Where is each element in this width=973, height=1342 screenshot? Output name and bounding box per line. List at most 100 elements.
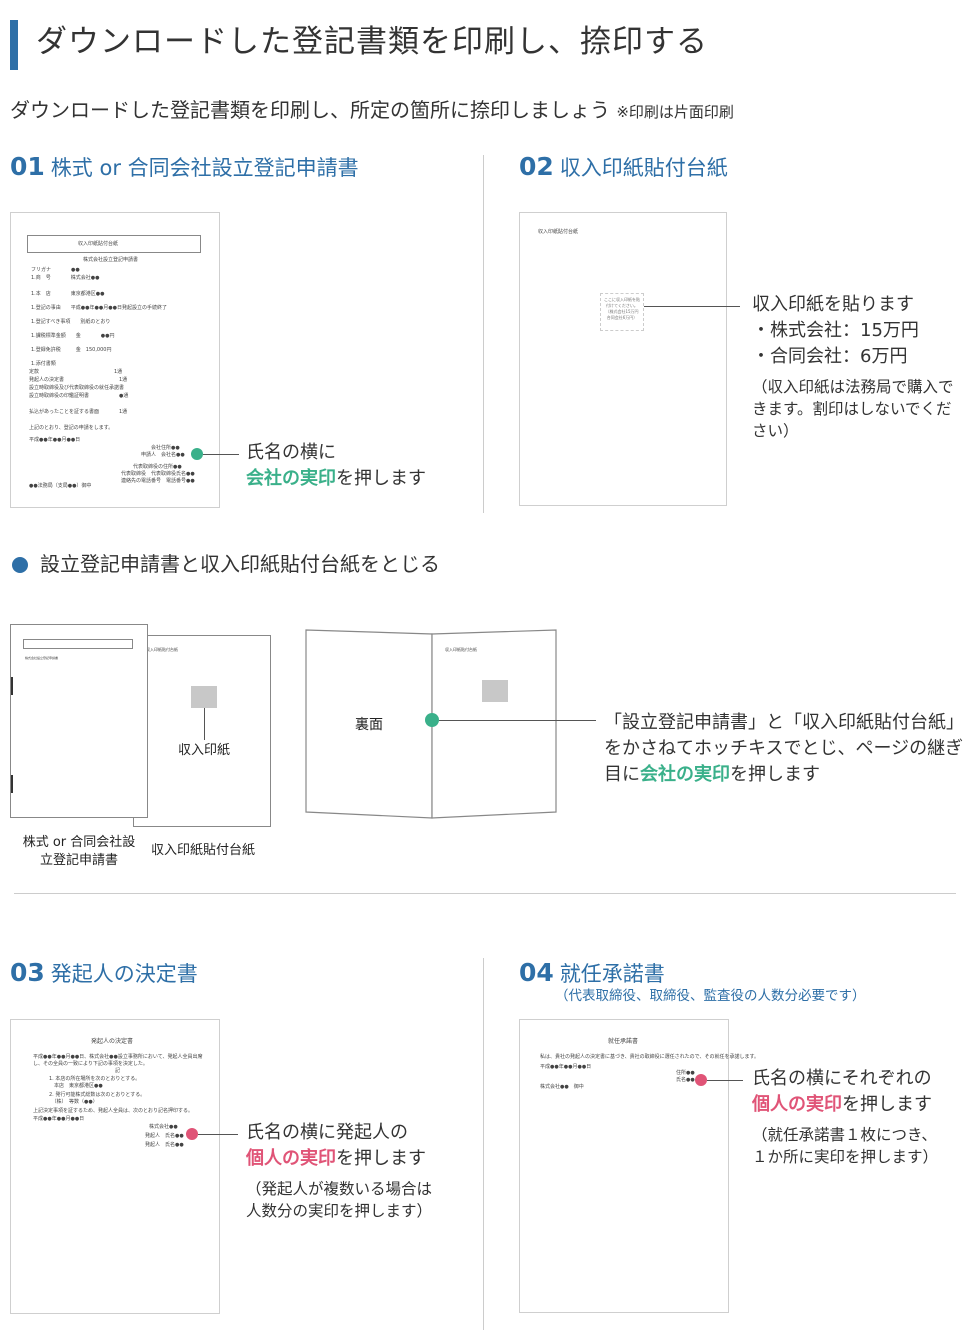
- section-02-note: 収入印紙を貼ります ・株式会社：15万円 ・合同会社：6万円 （収入印紙は法務局…: [752, 292, 958, 442]
- doc-line: 株式会社●● 御中: [540, 1084, 584, 1090]
- note-line: 個人の実印を押します: [246, 1146, 446, 1172]
- subtitle-text: ダウンロードした登記書類を印刷し、所定の箇所に捺印しましょう: [10, 98, 610, 122]
- doc-line: 本店 東京都港区●●: [49, 1083, 103, 1089]
- doc-line: 1. 本店の所在場所を次のとおりとする。: [49, 1076, 141, 1082]
- doc-line: 設立時取締役の印鑑証明書 ●通: [29, 393, 129, 399]
- note-line: 氏名の横にそれぞれの: [752, 1068, 932, 1089]
- note-text: を押します: [730, 764, 820, 785]
- column-divider: [483, 155, 484, 513]
- section-label: 収入印紙貼付台紙: [559, 156, 728, 180]
- note-text: 「設立登記申請書」と「収入印紙貼付台紙」をかさねてホッチキスでとじ、ページの継ぎ…: [604, 712, 964, 785]
- staple-mark: [11, 677, 13, 695]
- stamp-sheet-box: 収入印紙貼付台紙: [27, 235, 201, 253]
- leader-line: [439, 720, 596, 721]
- doc-title: 発起人の決定書: [91, 1038, 134, 1045]
- caption-stamp-sheet: 収入印紙貼付台紙: [150, 843, 255, 858]
- registration-application-document: 収入印紙貼付台紙 株式会社設立登記申請書 フリガナ ●● 1.商 号 株式会社●…: [10, 212, 220, 508]
- section-number: 01: [10, 152, 45, 181]
- doc-line: 代表取締役の住所●●: [133, 464, 182, 470]
- page-title: ダウンロードした登記書類を印刷し、捺印する: [36, 24, 708, 60]
- doc-heading: 株式会社設立登記申請書: [83, 257, 139, 263]
- doc-line: 私は、貴社の発起人の決定書に基づき、貴社の取締役に選任されたので、その就任を承諾…: [540, 1054, 759, 1060]
- doc-line: 払込があったことを証する書面 1通: [29, 409, 128, 415]
- doc-heading: 株式会社設立登記申請書: [25, 656, 59, 660]
- leader-line: [644, 306, 740, 307]
- doc-line: 平成●●年●●月●●日: [29, 437, 81, 443]
- leader-line: [204, 708, 205, 740]
- doc-line: 平成●●年●●月●●日: [33, 1116, 85, 1122]
- leader-line: [707, 1080, 743, 1081]
- doc-line: 設立時取締役及び代表取締役の就任承諾書: [29, 385, 125, 391]
- note-line: ・合同会社：6万円: [752, 346, 908, 367]
- note-line: 氏名の横に発起人の: [246, 1122, 408, 1143]
- subtitle-note: ※印刷は片面印刷: [616, 103, 734, 121]
- note-emphasis: 個人の実印: [246, 1148, 336, 1169]
- doc-line: 1.登記の事由 平成●●年●●月●●日発起設立の手続終了: [31, 305, 167, 311]
- doc-line: 1.課税標準金額 金 ●●円: [31, 333, 115, 339]
- column-divider: [483, 958, 484, 1330]
- title-accent-bar: [10, 20, 18, 70]
- doc-title: 収入印紙貼付台紙: [146, 647, 178, 652]
- doc-line: 住所●●: [676, 1070, 695, 1076]
- doc-line: 1.本 店 東京都港区●●: [31, 291, 105, 297]
- doc-line: 氏名●●: [676, 1077, 695, 1083]
- doc-line: 株式会社●●: [149, 1124, 178, 1130]
- doc-line: 平成●●年●●月●●日: [540, 1064, 592, 1070]
- stamp-sheet-back-doc: 収入印紙貼付台紙 収入印紙: [133, 635, 271, 827]
- page-subtitle: ダウンロードした登記書類を印刷し、所定の箇所に捺印しましょう ※印刷は片面印刷: [10, 96, 734, 126]
- doc-line: 会社住所●●: [151, 445, 180, 451]
- doc-line: 1.登記すべき事項 別紙のとおり: [31, 319, 111, 325]
- note-paren: （収入印紙は法務局で購入できます。割印はしないでください）: [752, 378, 954, 440]
- doc-title: 収入印紙貼付台紙: [538, 229, 579, 235]
- section-number: 03: [10, 958, 45, 987]
- caption-application: 株式 or 合同会社設立登記申請書: [22, 835, 136, 868]
- personal-seal-marker: [695, 1074, 707, 1086]
- doc-box-label: 収入印紙貼付台紙: [78, 241, 119, 247]
- staple-mark: [11, 775, 13, 793]
- section-number: 04: [519, 958, 554, 987]
- doc-line: 上記決定事項を証するため、発起人全員は、次のとおり記名押印する。: [33, 1108, 194, 1114]
- seam-seal-marker: [425, 713, 439, 727]
- note-paren: （発起人が複数いる場合は人数分の実印を押します）: [246, 1180, 433, 1220]
- section-label: 発起人の決定書: [50, 962, 198, 986]
- application-front-doc: 株式会社設立登記申請書: [10, 624, 148, 818]
- note-line: 氏名の横に: [246, 442, 336, 463]
- doc-line: ●●法務局（支局●●）御中: [29, 483, 92, 489]
- note-text: を押します: [336, 1148, 426, 1169]
- section-03-note: 氏名の横に発起人の 個人の実印を押します （発起人が複数いる場合は人数分の実印を…: [246, 1120, 446, 1222]
- note-line: ・株式会社：15万円: [752, 320, 919, 341]
- doc-line: 1.登録免許税 金 150,000円: [31, 347, 112, 353]
- company-seal-marker: [191, 448, 203, 460]
- section-01-note: 氏名の横に 会社の実印を押します: [246, 440, 426, 492]
- doc-line: 2. 発行可能株式総数は次のとおりとする。: [49, 1092, 146, 1098]
- doc-line: 上記のとおり、登記の申請をします。: [29, 425, 114, 431]
- note-text: を押します: [842, 1094, 932, 1115]
- doc-title: 就任承諾書: [608, 1038, 639, 1045]
- leader-line: [203, 454, 239, 455]
- section-04-note: 氏名の横にそれぞれの 個人の実印を押します （就任承諾書１枚につき、１か所に実印…: [752, 1066, 948, 1168]
- note-emphasis: 会社の実印: [246, 468, 336, 489]
- note-emphasis: 会社の実印: [640, 764, 730, 785]
- doc-line: 平成●●年●●月●●日、株式会社●●設立事務所において、発起人全員出席し、その全…: [33, 1054, 203, 1067]
- doc-line: 定款 1通: [29, 369, 123, 375]
- opened-booklet-diagram: [305, 629, 557, 819]
- note-line: 個人の実印を押します: [752, 1092, 948, 1118]
- note-line: 収入印紙を貼ります: [752, 294, 914, 315]
- doc-line: 申請人 会社名●●: [141, 452, 185, 458]
- acceptance-document: 就任承諾書 私は、貴社の発起人の決定書に基づき、貴社の取締役に選任されたので、そ…: [519, 1019, 759, 1313]
- back-side-label: 裏面: [355, 717, 383, 733]
- doc-line: 代表取締役 代表取締役氏名●●: [121, 471, 195, 477]
- doc-line: 連絡先の電話番号 電話番号●●: [121, 478, 195, 484]
- section-label: 株式 or 合同会社設立登記申請書: [50, 156, 359, 180]
- section-number: 02: [519, 152, 554, 181]
- stamp-sheet-box: [23, 639, 133, 649]
- section-divider: [14, 893, 956, 894]
- personal-seal-marker: [186, 1128, 198, 1140]
- leader-line: [198, 1134, 238, 1135]
- bind-note: 「設立登記申請書」と「収入印紙貼付台紙」をかさねてホッチキスでとじ、ページの継ぎ…: [604, 710, 964, 788]
- booklet-right-page: [431, 629, 557, 819]
- doc-line: 1.商 号 株式会社●●: [31, 275, 100, 281]
